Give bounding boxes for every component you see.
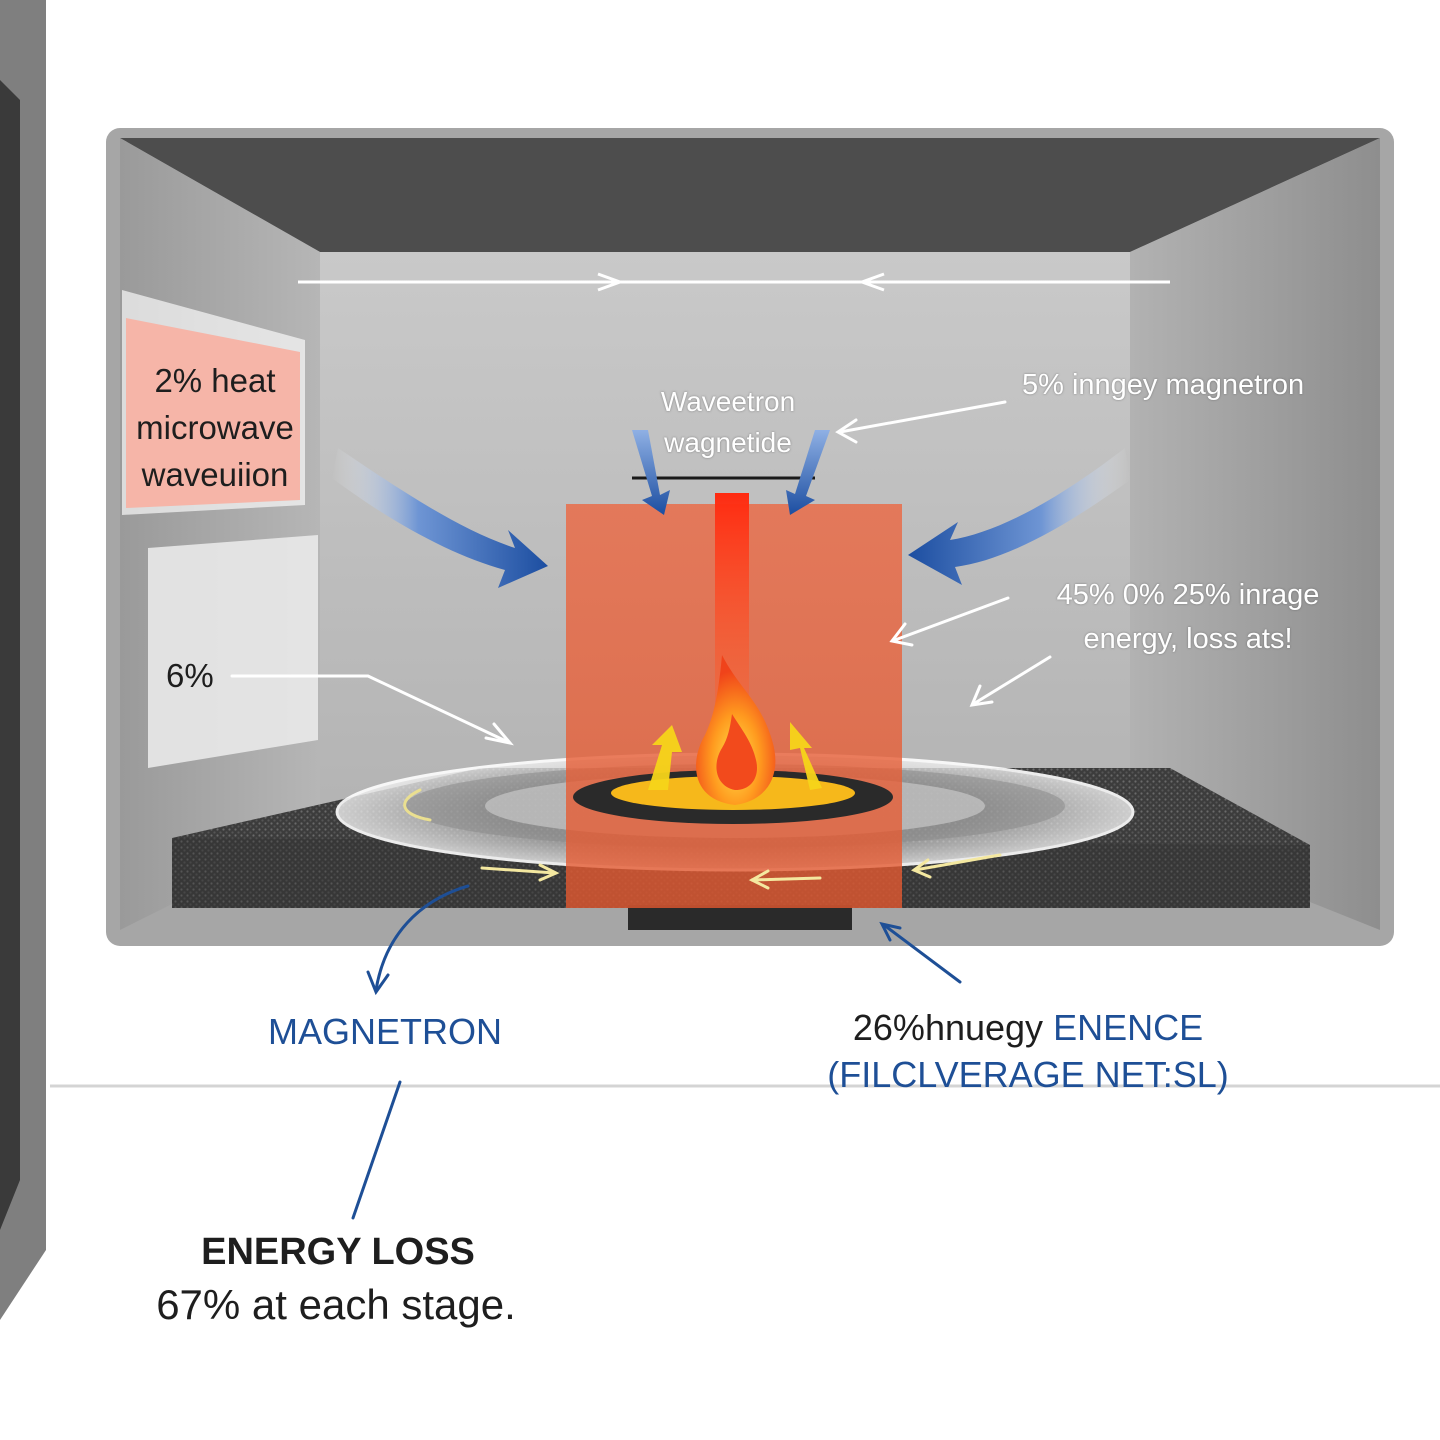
heat-label-line-3: waveuiion [141,455,289,493]
waveguide-label-line-2: wagnetide [664,426,792,458]
left-wall-panels [122,290,318,768]
callout-arrows [351,884,962,1220]
cavity-ceiling [120,138,1380,252]
rates-label-line-1: 45% 0% 25% inrage [1056,579,1320,611]
pointer-arrow-icon [230,400,1052,746]
six-percent-label: 6% [166,657,214,694]
top-rail [298,272,1170,292]
cavity-right-wall [1130,138,1380,930]
rates-label-line-2: energy, loss ats! [1083,622,1293,655]
efficiency-label-line-2: (FILCLVERAGE NET:SL) [827,1053,1229,1095]
waveguide-label: Waveetron wagnetide [661,382,795,463]
efficiency-prefix: 26%hnuegy [852,1007,1044,1048]
efficiency-highlight: ENENCE [1053,1007,1204,1048]
energy-loss-subtitle: 67% at each stage. [156,1281,516,1328]
magnetron-energy-label: 5% inngey magnetron [1022,369,1305,401]
blank-wall-panel [148,535,318,768]
heat-microwave-label: 2% heat microwave waveuiion [136,358,294,499]
efficiency-label-line-1: 26%hnuegy ENENCE [827,1005,1228,1052]
heat-label-line-2: microwave [136,408,294,446]
energy-loss-title: ENERGY LOSS [201,1231,475,1273]
efficiency-label: 26%hnuegy ENENCE (FILCLVERAGE NET:SL) [827,1005,1228,1099]
magnetron-label: MAGNETRON [268,1011,502,1052]
microwave-arrow-icon [332,430,1130,588]
heat-label-box [126,318,300,508]
flame-icon [648,655,822,805]
energy-loss-rates-label: 45% 0% 25% inrage energy, loss ats! [1057,574,1320,661]
appliance-left-edge [0,0,46,1320]
waveguide-label-line-1: Waveetron [660,386,796,417]
heat-label-line-1: 2% heat [154,362,276,399]
rotation-arrows [403,788,1002,890]
